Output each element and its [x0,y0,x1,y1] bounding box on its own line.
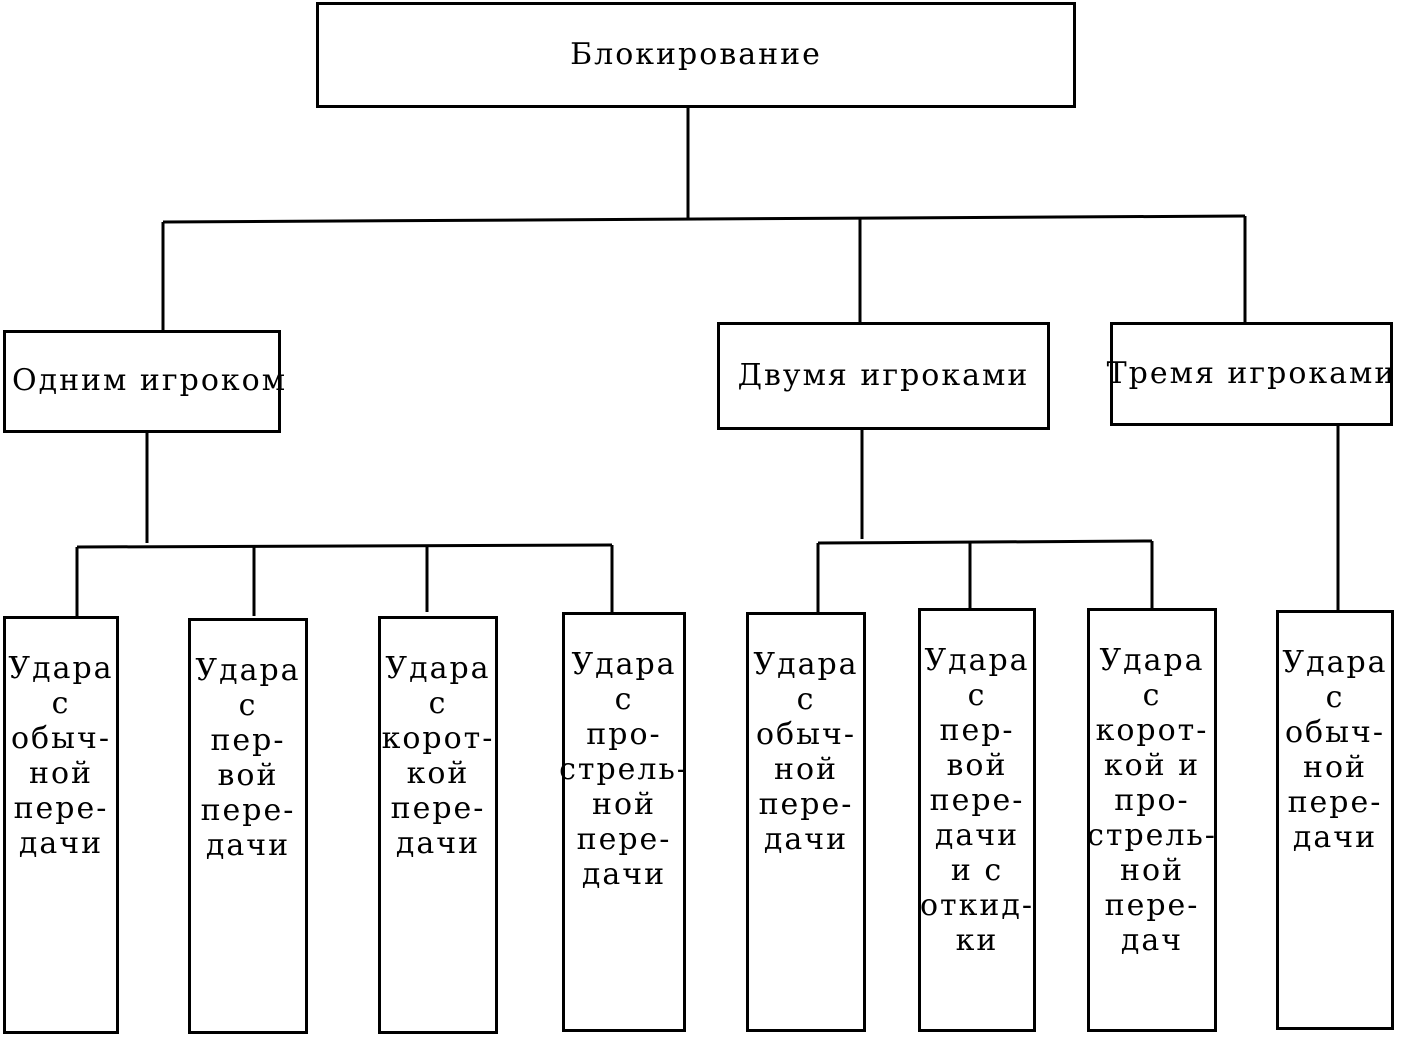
group-node-two-players: Двумя игроками [717,322,1050,430]
leaf-node: Удара с обыч- ной пере- дачи [3,616,119,1034]
group-label: Одним игроком [12,363,288,399]
group-node-one-player: Одним игроком [3,330,285,433]
leaf-label: Удара с корот- кой и про- стрель- ной пе… [1087,643,1217,958]
leaf-label: Удара с корот- кой пере- дачи [381,651,495,861]
leaf-node: Удара с корот- кой пере- дачи [378,616,498,1034]
group-node-three-players: Тремя игроками [1107,322,1394,426]
leaf-label: Удара с пер- вой пере- дачи и с откид- к… [920,643,1035,958]
leaf-node: Удара с пер- вой пере- дачи и с откид- к… [918,608,1036,1032]
leaf-node: Удара с пер- вой пере- дачи [188,618,308,1034]
leaf-label: Удара с пер- вой пере- дачи [195,653,301,863]
leaf-node: Удара с про- стрель- ной пере- дачи [559,612,689,1032]
root-label: Блокирование [570,36,822,72]
leaf-node: Удара с обыч- ной пере- дачи [746,612,866,1032]
root-node: Блокирование [316,2,1076,108]
group-label: Двумя игроками [737,357,1030,393]
leaf-label: Удара с обыч- ной пере- дачи [8,651,114,861]
leaf-node: Удара с корот- кой и про- стрель- ной пе… [1087,608,1217,1032]
leaf-label: Удара с про- стрель- ной пере- дачи [559,647,689,892]
leaf-node: Удара с обыч- ной пере- дачи [1276,610,1394,1030]
leaf-label: Удара с обыч- ной пере- дачи [753,647,859,857]
group-label: Тремя игроками [1106,355,1397,391]
leaf-label: Удара с обыч- ной пере- дачи [1282,645,1388,855]
